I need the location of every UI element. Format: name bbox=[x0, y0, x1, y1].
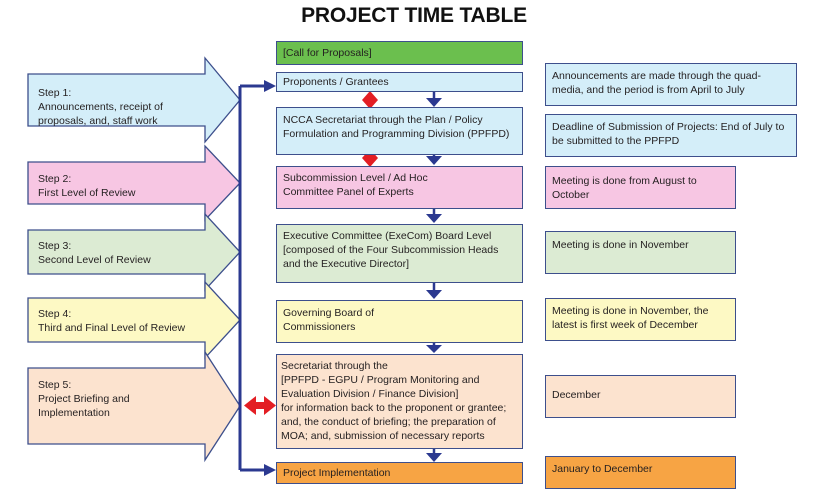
diagram-title: PROJECT TIME TABLE bbox=[301, 4, 527, 27]
ncca-secretariat-box: NCCA Secretariat through the Plan / Poli… bbox=[276, 107, 523, 155]
bracket-bottom-arrowhead bbox=[264, 464, 276, 476]
subcommission-box: Subcommission Level / Ad Hoc Committee P… bbox=[276, 166, 523, 209]
bracket-connector bbox=[238, 84, 266, 472]
step-2-label: Step 2: First Level of Review bbox=[38, 173, 136, 199]
secretariat-briefing-box: Secretariat through the [PPFPD - EGPU / … bbox=[276, 354, 523, 449]
timing-nov-dec-box: Meeting is done in November, the latest … bbox=[545, 298, 736, 341]
governing-board-box: Governing Board of Commissioners bbox=[276, 300, 523, 343]
timing-jan-dec-box: January to December bbox=[545, 456, 736, 489]
step-3-label: Step 3: Second Level of Review bbox=[38, 240, 151, 266]
step-arrows bbox=[27, 56, 241, 463]
step-4-arrow bbox=[27, 280, 241, 360]
step-2-arrow bbox=[27, 144, 241, 222]
step-1-label: Step 1: Announcements, receipt of propos… bbox=[38, 87, 163, 127]
step-5-label: Step 5: Project Briefing and Implementat… bbox=[38, 379, 130, 419]
step-1-arrow bbox=[27, 56, 241, 144]
step-4-label: Step 4: Third and Final Level of Review bbox=[38, 308, 186, 334]
call-for-proposals-box: [Call for Proposals] bbox=[276, 41, 523, 65]
execom-box: Executive Committee (ExeCom) Board Level… bbox=[276, 224, 523, 283]
timing-december-box: December bbox=[545, 375, 736, 418]
timing-aug-oct-box: Meeting is done from August to October bbox=[545, 166, 736, 209]
project-implementation-box: Project Implementation bbox=[276, 462, 523, 484]
bracket-top-arrowhead bbox=[264, 80, 276, 92]
proponents-box: Proponents / Grantees bbox=[276, 72, 523, 92]
step-5-arrow bbox=[27, 349, 241, 463]
red-double-arrow bbox=[244, 396, 276, 415]
timing-november-box: Meeting is done in November bbox=[545, 231, 736, 274]
decision-diamond-1 bbox=[362, 91, 378, 109]
step-3-arrow bbox=[27, 212, 241, 292]
timing-deadline-box: Deadline of Submission of Projects: End … bbox=[545, 114, 797, 157]
timing-announcements-box: Announcements are made through the quad-… bbox=[545, 63, 797, 106]
flow-arrows bbox=[426, 91, 442, 462]
